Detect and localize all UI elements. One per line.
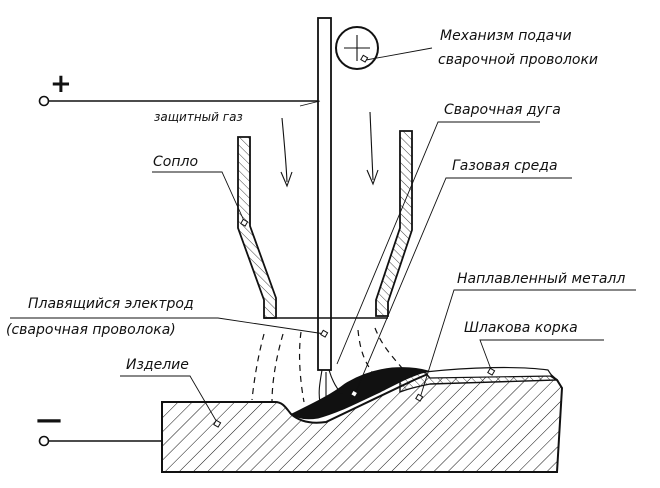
label-shielding-gas: защитный газ: [154, 110, 243, 124]
gas-shield-dashes: [251, 327, 403, 403]
label-gas-environment: Газовая среда: [452, 158, 558, 174]
gas-flow-arrow-right: [366, 111, 379, 186]
gas-flow-arrow-left: [280, 117, 293, 188]
negative-terminal: [38, 435, 162, 447]
label-slag-crust: Шлакова корка: [464, 320, 578, 336]
nozzle-right-wall: [375, 130, 413, 317]
feed-roller: [335, 26, 379, 70]
weld-pool: [291, 367, 430, 420]
nozzle-left-wall: [237, 136, 277, 319]
label-nozzle: Сопло: [153, 154, 198, 170]
electrode-wire: [317, 17, 332, 371]
label-electrode-1: Плавящийся электрод: [28, 296, 194, 312]
label-workpiece: Изделие: [126, 357, 189, 373]
label-electrode-2: (сварочная проволока): [6, 322, 176, 338]
label-feed-mechanism-1: Механизм подачи: [440, 28, 572, 44]
positive-sign: +: [50, 69, 72, 99]
positive-terminal: [38, 95, 318, 107]
negative-sign: —: [36, 405, 62, 435]
label-feed-mechanism-2: сварочной проволоки: [438, 52, 598, 68]
label-welding-arc: Сварочная дуга: [444, 102, 561, 118]
label-deposited-metal: Наплавленный металл: [457, 271, 625, 287]
leader-lines: [10, 47, 636, 425]
arc-sketch: [318, 369, 343, 403]
leader-dots: [213, 54, 496, 428]
